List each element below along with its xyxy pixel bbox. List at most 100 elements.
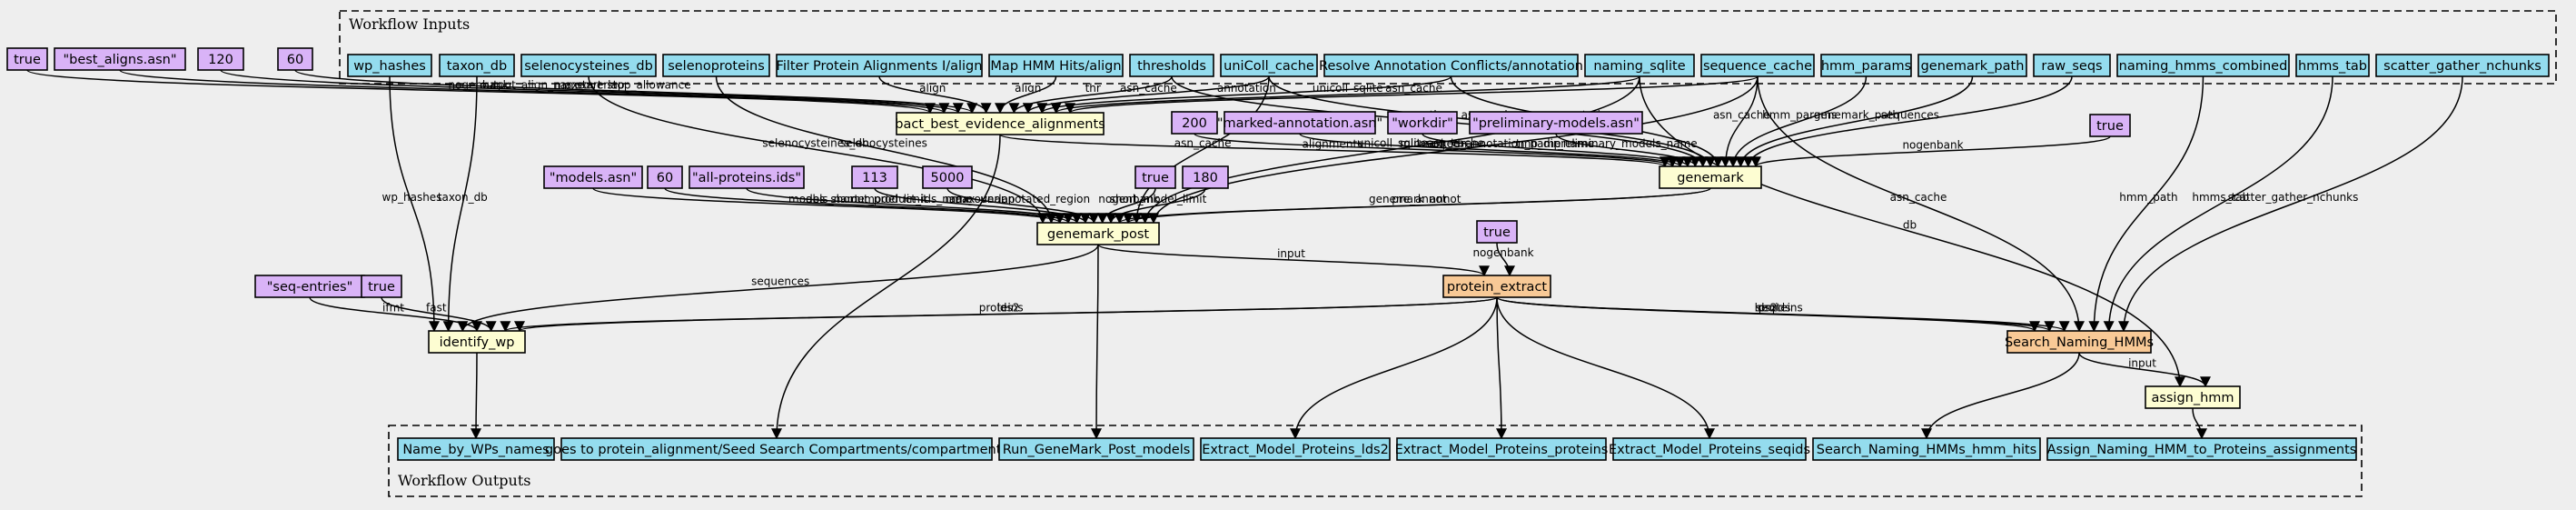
edge-identify_wp-to-out_names xyxy=(471,352,482,440)
edge-label: asn_cache xyxy=(1427,137,1484,150)
node-label: genemark_path xyxy=(1921,59,2025,74)
node-hmms-tab[interactable]: hmms_tab xyxy=(2295,54,2370,77)
node-box xyxy=(1134,165,1176,189)
node-naming-sqlite[interactable]: naming_sqlite xyxy=(1584,54,1695,77)
node-selenoproteins[interactable]: selenoproteins xyxy=(662,54,770,77)
edge-line xyxy=(1728,75,1868,168)
node-lit-prelim[interactable]: "preliminary-models.asn" xyxy=(1469,111,1643,135)
node-selenocysteines-db[interactable]: selenocysteines_db xyxy=(520,54,657,77)
node-lit-120[interactable]: 120 xyxy=(197,47,244,71)
node-resolve-ann[interactable]: Resolve Annotation Conflicts/annotation xyxy=(1319,54,1583,77)
edge-label: selenocysteines xyxy=(840,137,927,150)
node-genemark-post[interactable]: genemark_post xyxy=(1036,222,1160,245)
node-hmm-params[interactable]: hmm_params xyxy=(1820,54,1912,77)
node-naming-hmms-combined[interactable]: naming_hmms_combined xyxy=(2116,54,2290,77)
node-search-naming[interactable]: Search_Naming_HMMs xyxy=(2005,330,2154,354)
node-map-hmm-align[interactable]: Map HMM Hits/align xyxy=(988,54,1124,77)
edge-line xyxy=(1036,75,1452,115)
node-box xyxy=(1171,111,1218,135)
node-lit-models[interactable]: "models.asn" xyxy=(543,165,643,189)
edge-search_naming-to-assign_hmm: input xyxy=(2078,352,2211,388)
edge-label: max_overlap xyxy=(554,79,624,92)
node-box xyxy=(1469,111,1643,135)
node-box xyxy=(277,47,313,71)
node-box xyxy=(54,47,186,71)
node-box xyxy=(1387,111,1458,135)
node-assign-hmm[interactable]: assign_hmm xyxy=(2145,385,2241,409)
node-protein-extract[interactable]: protein_extract xyxy=(1442,275,1551,298)
edge-line xyxy=(1496,296,1715,440)
node-bact-best[interactable]: bact_best_evidence_alignments xyxy=(895,112,1105,135)
node-box xyxy=(647,165,683,189)
node-out-names[interactable]: Name_by_WPs_names xyxy=(397,437,555,461)
node-box xyxy=(1220,54,1318,77)
workflow-inputs-label: Workflow Inputs xyxy=(349,15,470,33)
node-sequence-cache[interactable]: sequence_cache xyxy=(1700,54,1815,77)
node-label: Search_Naming_HMMs_hmm_hits xyxy=(1817,443,2036,457)
node-out-run[interactable]: Run_GeneMark_Post_models xyxy=(998,437,1194,461)
node-thresholds[interactable]: thresholds xyxy=(1129,54,1214,77)
edge-line xyxy=(771,134,1001,440)
node-lit-true4[interactable]: true xyxy=(1476,220,1518,244)
edge-search_naming-to-out_hmm_hits xyxy=(1921,352,2080,440)
node-lit-marked[interactable]: "marked-annotation.asn" xyxy=(1217,111,1382,135)
edge-lit_60a-to-bact_best: start_stop_allowance xyxy=(294,69,977,115)
node-box xyxy=(2089,114,2131,137)
node-label: Filter Protein Alignments I/align xyxy=(777,59,983,74)
node-lit-true5[interactable]: true xyxy=(361,275,402,298)
node-out-assign[interactable]: Assign_Naming_HMM_to_Proteins_assignment… xyxy=(2046,437,2357,461)
node-box xyxy=(1812,437,2041,461)
node-genemark-path[interactable]: genemark_path xyxy=(1917,54,2027,77)
node-out-proteins[interactable]: Extract_Model_Proteins_proteins xyxy=(1395,437,1609,461)
node-filter-align[interactable]: Filter Protein Alignments I/align xyxy=(776,54,983,77)
node-out-lds2[interactable]: Extract_Model_Proteins_lds2 xyxy=(1200,437,1391,461)
node-lit-best-aligns[interactable]: "best_aligns.asn" xyxy=(54,47,186,71)
node-lit-true1[interactable]: true xyxy=(6,47,48,71)
edge-label: asn_cache xyxy=(1174,137,1232,150)
node-lit-true2[interactable]: true xyxy=(2089,114,2131,137)
node-lit-allprot[interactable]: "all-proteins.ids" xyxy=(689,165,805,189)
node-scatter-gather-nchunks[interactable]: scatter_gather_nchunks xyxy=(2375,54,2550,77)
edge-line xyxy=(1123,187,1711,225)
workflow-outputs-label: Workflow Outputs xyxy=(398,472,530,489)
edge-label: align xyxy=(919,82,946,95)
node-out-seqids[interactable]: Extract_Model_Proteins_seqids xyxy=(1609,437,1810,461)
edge-line xyxy=(471,352,482,440)
node-out-hmm-hits[interactable]: Search_Naming_HMMs_hmm_hits xyxy=(1812,437,2041,461)
node-lit-workdir[interactable]: "workdir" xyxy=(1387,111,1458,135)
edge-protein_extract-to-identify_wp: lds2 xyxy=(514,296,1498,333)
node-lit-180[interactable]: 180 xyxy=(1182,165,1229,189)
node-lit-200[interactable]: 200 xyxy=(1171,111,1218,135)
node-box xyxy=(439,54,515,77)
node-taxon-db[interactable]: taxon_db xyxy=(439,54,515,77)
node-lit-60a[interactable]: 60 xyxy=(277,47,313,71)
node-box xyxy=(998,437,1194,461)
node-lit-60b[interactable]: 60 xyxy=(647,165,683,189)
edge-label: wp_hashes xyxy=(382,191,442,204)
edge-line xyxy=(1496,296,2070,333)
node-wp-hashes[interactable]: wp_hashes xyxy=(347,54,432,77)
node-lit-true3[interactable]: true xyxy=(1134,165,1176,189)
node-genemark[interactable]: genemark xyxy=(1659,165,1762,189)
node-label: "preliminary-models.asn" xyxy=(1472,116,1640,131)
edge-line xyxy=(1065,75,1759,115)
node-unicoll-cache[interactable]: uniColl_cache xyxy=(1220,54,1318,77)
node-identify-wp[interactable]: identify_wp xyxy=(428,330,526,354)
node-box xyxy=(1917,54,2027,77)
edge-line xyxy=(514,296,1498,333)
node-raw-seqs[interactable]: raw_seqs xyxy=(2033,54,2111,77)
node-out-goes[interactable]: goes to protein_alignment/Seed Search Co… xyxy=(545,437,1008,461)
edge-label: abs_short_model_limit xyxy=(806,193,927,205)
edge-label: start_stop_allowance xyxy=(577,79,691,92)
node-lit-seqentries[interactable]: "seq-entries" xyxy=(254,275,365,298)
node-label: selenocysteines_db xyxy=(524,59,653,74)
node-box xyxy=(361,275,402,298)
edge-resolve_ann-to-bact_best: annotation xyxy=(1036,75,1452,115)
node-lit-113[interactable]: 113 xyxy=(851,165,898,189)
node-label: assign_hmm xyxy=(2151,391,2234,405)
edge-line xyxy=(1008,75,1173,115)
node-lit-5000[interactable]: 5000 xyxy=(922,165,973,189)
edge-line xyxy=(2192,407,2207,440)
node-label: goes to protein_alignment/Seed Search Co… xyxy=(545,443,1008,457)
edge-label: pre_annot xyxy=(1392,193,1447,205)
